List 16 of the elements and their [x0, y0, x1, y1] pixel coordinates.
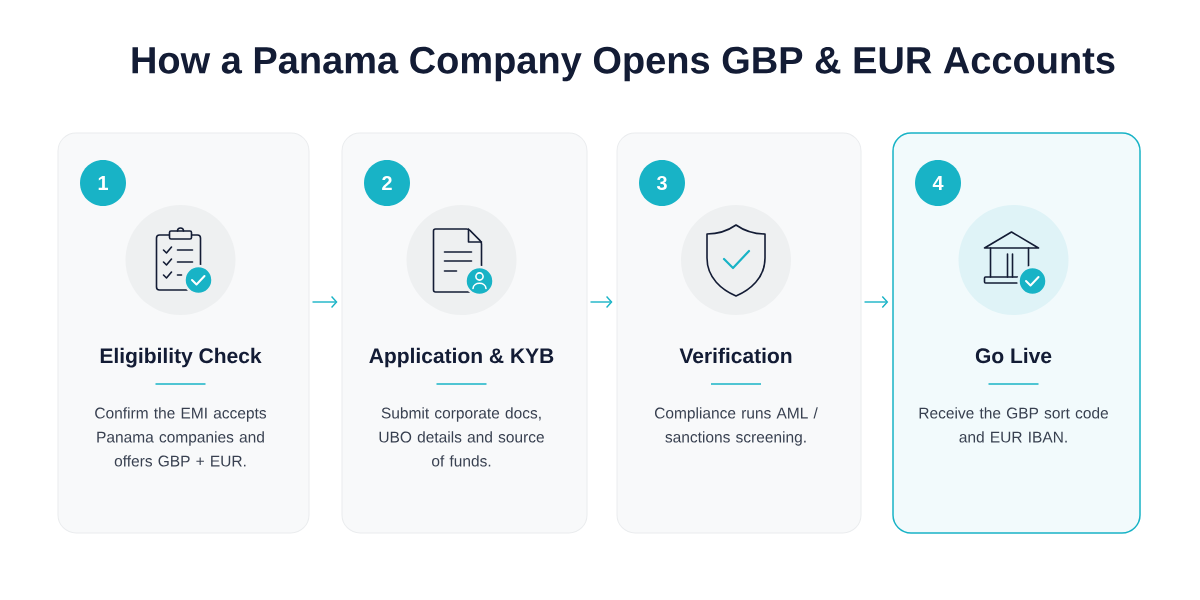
step-number: 2 [364, 160, 410, 206]
arrow [311, 295, 338, 309]
arrow [589, 295, 613, 309]
title: How a Panama Company Opens GBP & EUR Accounts [132, 46, 1115, 82]
step-description: Submit corporate docs, UBO details and source of funds. [379, 407, 544, 467]
step-description: Compliance runs AML / sanctions screening. [654, 407, 818, 446]
step-title: Verification [679, 347, 792, 364]
step-title: Go Live [975, 347, 1052, 364]
arrow [863, 295, 889, 309]
step-title: Application & KYB [369, 347, 554, 368]
step-number: 1 [80, 160, 126, 206]
step-description: Receive the GBP sort code and EUR IBAN. [919, 407, 1108, 443]
step-title: Eligibility Check [100, 347, 262, 368]
step-number: 3 [639, 160, 685, 206]
step-description: Confirm the EMI accepts Panama companies and offers GBP + EUR. [95, 407, 267, 467]
step-number: 4 [915, 160, 961, 206]
